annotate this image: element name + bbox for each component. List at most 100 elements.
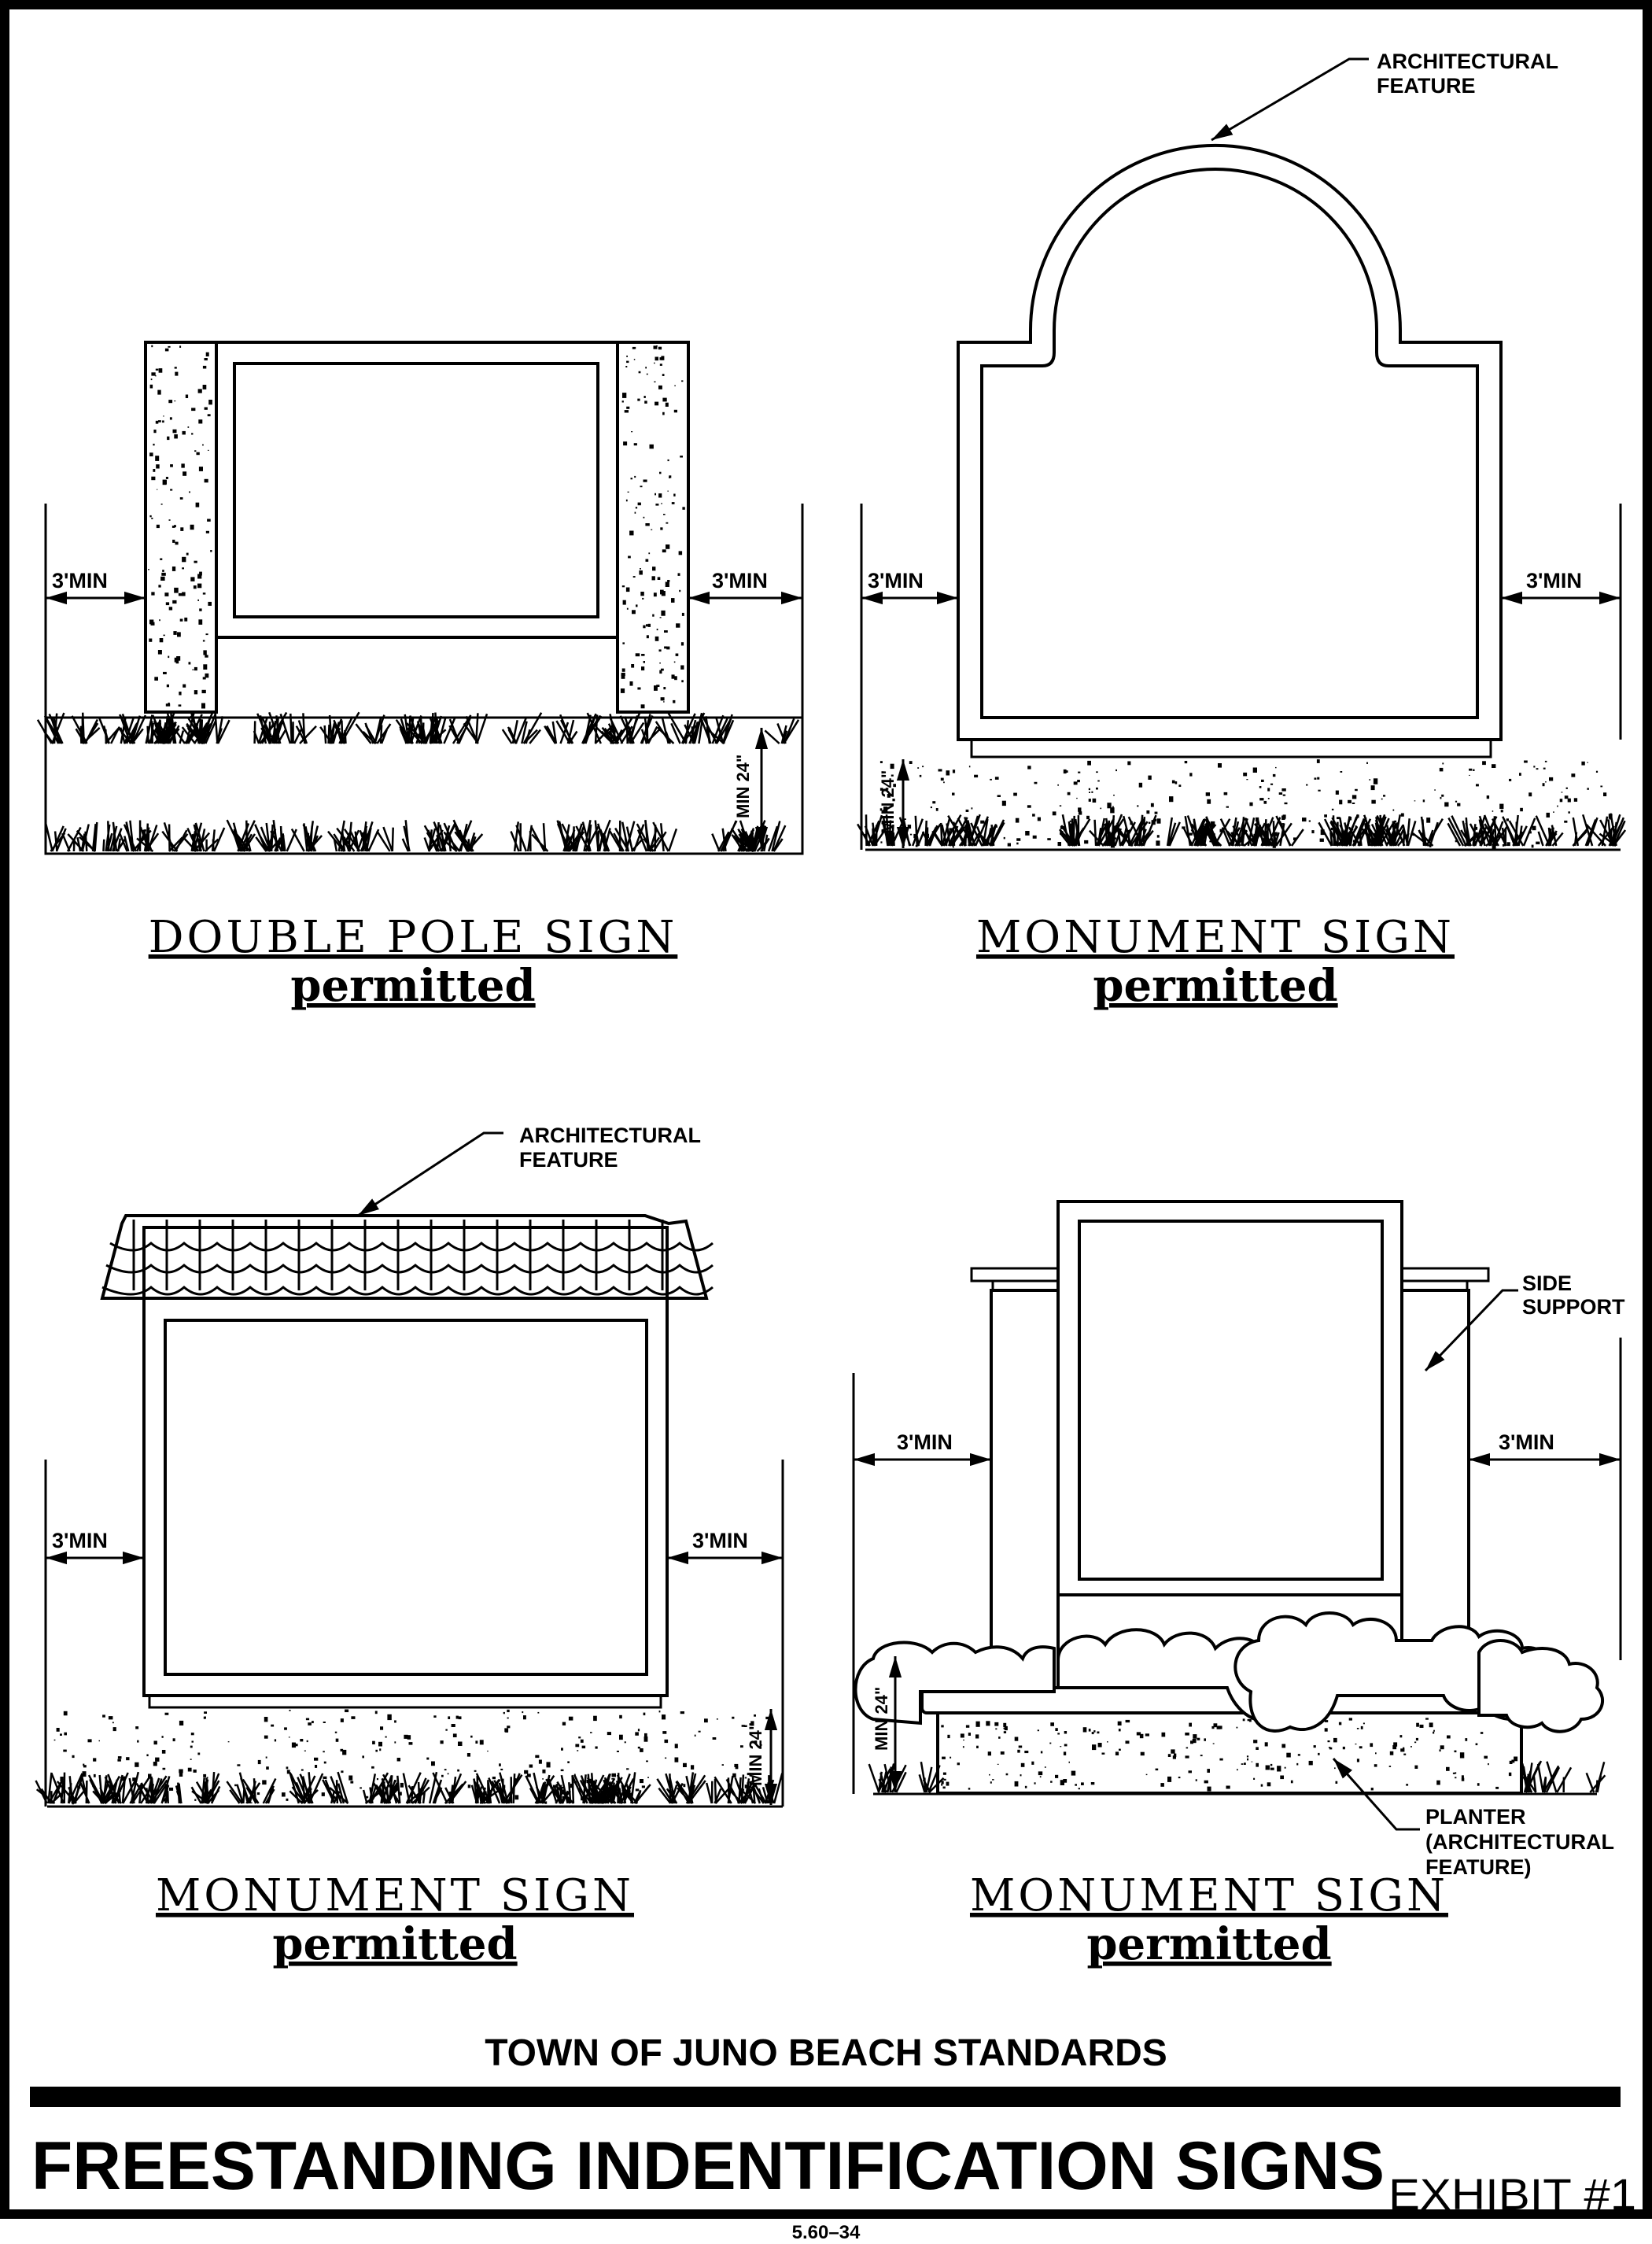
grass-blade [616, 1772, 642, 1804]
stipple-dot [663, 687, 666, 690]
stipple-dot [624, 410, 629, 413]
stipple-dot [176, 656, 181, 661]
stipple-dot [942, 1772, 946, 1775]
stipple-dot [191, 408, 196, 412]
stipple-dot [626, 360, 629, 364]
stipple-dot [1403, 1753, 1407, 1755]
stipple-dot [1171, 1749, 1175, 1754]
stipple-dot [1280, 1775, 1284, 1780]
stipple-dot [1360, 1725, 1363, 1729]
stipple-dot [1071, 1770, 1076, 1776]
stipple-dot [161, 572, 166, 576]
stipple-dot [879, 808, 883, 811]
stipple-dot [500, 1768, 503, 1770]
stipple-dot [234, 1784, 237, 1787]
stipple-dot [1486, 795, 1490, 799]
stipple-dot [1247, 1718, 1250, 1722]
stipple-dot [431, 1761, 435, 1766]
stipple-dot [640, 485, 643, 488]
stipple-dot [492, 1777, 496, 1780]
stipple-dot [680, 456, 683, 458]
stipple-dot [300, 1739, 304, 1742]
grass-blade [343, 825, 368, 852]
stipple-dot [323, 1751, 325, 1753]
stipple-dot [632, 346, 636, 349]
stipple-dot [265, 1756, 267, 1759]
stipple-dot [179, 618, 183, 622]
stipple-dot [1545, 781, 1547, 783]
grass-blade [575, 819, 599, 852]
stipple-dot [1317, 777, 1320, 780]
stipple-dot [681, 680, 684, 683]
stipple-dot [1502, 844, 1505, 847]
grass-blade [1348, 817, 1372, 847]
stipple-dot [883, 806, 888, 812]
stipple-dot [323, 1776, 327, 1779]
stipple-dot [1333, 1737, 1337, 1743]
leader-line [1332, 1758, 1420, 1831]
grass-blade [1508, 818, 1536, 847]
grass-blade [776, 718, 800, 744]
stipple-dot [659, 670, 662, 674]
stipple-dot [625, 499, 628, 502]
stipple-dot [312, 1721, 314, 1724]
stipple-dot [1308, 820, 1311, 822]
stipple-dot [653, 592, 657, 597]
stipple-dot [1156, 818, 1161, 824]
stipple-dot [595, 1746, 598, 1749]
stipple-dot [207, 414, 211, 417]
stipple-dot [1275, 766, 1277, 769]
stipple-dot [622, 600, 626, 605]
stipple-dot [628, 555, 631, 559]
stipple-dot [271, 1724, 275, 1727]
stipple-dot [1286, 1752, 1291, 1758]
stipple-dot [1549, 777, 1554, 781]
stipple-dot [1207, 799, 1211, 804]
grass-blade [921, 826, 938, 847]
stipple-dot [1324, 814, 1327, 818]
stipple-dot [607, 1732, 611, 1736]
stipple-dot [1027, 805, 1031, 808]
stipple-dot [890, 763, 894, 770]
stipple-dot [210, 550, 212, 552]
stipple-dot [194, 666, 197, 671]
stipple-dot [1568, 811, 1570, 814]
grass-blade [522, 712, 543, 744]
stipple-dot [907, 825, 912, 829]
stipple-dot [1457, 803, 1461, 806]
stipple-dot [1093, 1730, 1096, 1733]
dim-label-vertical: MIN 24" [746, 1722, 765, 1786]
stipple-dot [399, 1792, 402, 1796]
stipple-dot [63, 1711, 68, 1716]
grass-blade [1138, 814, 1154, 847]
stipple-dot [1439, 767, 1444, 772]
stipple-dot [204, 407, 208, 410]
stipple-dot [1381, 798, 1383, 800]
stipple-dot [765, 1716, 769, 1720]
stipple-dot [980, 820, 985, 824]
stipple-dot [662, 374, 665, 376]
stipple-dot [1532, 825, 1536, 831]
stipple-dot [153, 1762, 157, 1766]
dim-label-left: 3'MIN [897, 1430, 953, 1454]
grass-blade [1253, 817, 1281, 847]
grass-blade [295, 713, 317, 744]
stipple-dot [1429, 1722, 1433, 1728]
stipple-dot [1480, 1732, 1484, 1734]
stipple-dot [1154, 811, 1158, 814]
arched-panel-inner [980, 168, 1479, 719]
stipple-dot [621, 585, 625, 588]
stipple-dot [204, 478, 208, 483]
stipple-dot [645, 559, 649, 562]
stipple-dot [1324, 1728, 1328, 1732]
stipple-dot [1088, 1729, 1091, 1732]
stipple-dot [1189, 773, 1193, 777]
stipple-dot [673, 661, 676, 663]
stipple-dot [301, 1769, 304, 1771]
stipple-dot [631, 664, 635, 668]
stipple-dot [172, 1738, 175, 1742]
stipple-dot [664, 1739, 669, 1744]
stipple-dot [175, 371, 179, 376]
stipple-dot [177, 632, 181, 637]
stipple-dot [72, 1755, 75, 1759]
